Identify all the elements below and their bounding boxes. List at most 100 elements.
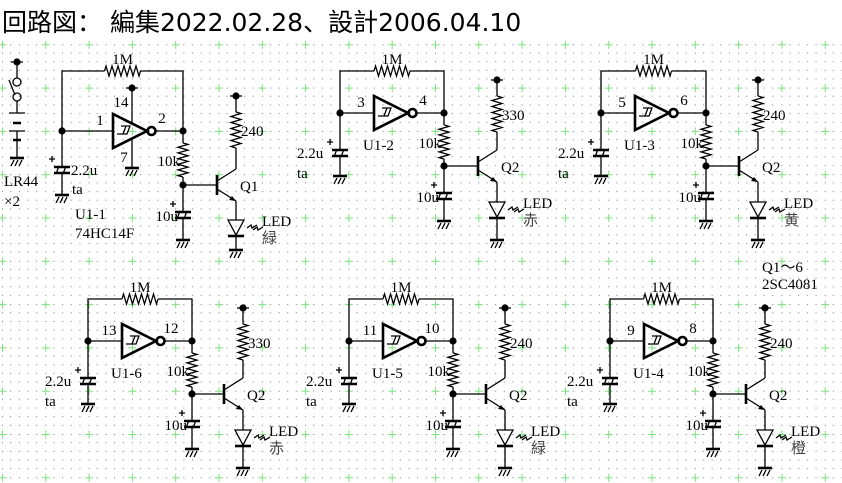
transistor-label: Q1 xyxy=(240,179,258,195)
pin-in-label: 3 xyxy=(357,95,365,111)
npn-transistor-icon xyxy=(706,149,759,183)
pin-in-label: 9 xyxy=(627,323,635,339)
ground-icon xyxy=(446,447,460,458)
led-resistor xyxy=(497,323,513,361)
base-resistor-label: 10k xyxy=(158,154,181,170)
base-resistor-label: 10k xyxy=(681,136,704,152)
ground-icon xyxy=(758,466,772,477)
ground-icon xyxy=(751,238,765,249)
base-capacitor-label: 10u xyxy=(156,209,179,225)
polarized-capacitor-icon xyxy=(49,156,70,175)
led-icon xyxy=(233,429,271,448)
unit-label: U1-3 xyxy=(624,138,655,154)
unit-label: U1-5 xyxy=(372,366,403,382)
led-label: LED xyxy=(262,214,291,230)
timing-capacitor-type: ta xyxy=(297,166,308,182)
base-capacitor-label: 10u xyxy=(679,190,702,206)
feedback-resistor xyxy=(642,291,681,307)
ground-icon xyxy=(490,238,504,249)
polarized-capacitor-icon xyxy=(327,139,348,158)
schmitt-inverter-icon xyxy=(88,321,192,361)
led-resistor xyxy=(750,95,766,133)
timing-capacitor-type: ta xyxy=(558,166,569,182)
pin-out-label: 2 xyxy=(158,111,166,127)
base-resistor-label: 10k xyxy=(428,364,451,380)
feedback-resistor-label: 1M xyxy=(651,280,672,296)
ground-icon xyxy=(55,193,69,204)
led-icon xyxy=(226,219,264,238)
unit-label: U1-2 xyxy=(363,138,394,154)
battery-switch: LR44 ×2 xyxy=(4,58,39,210)
schmitt-inverter-icon xyxy=(62,111,183,151)
polarized-capacitor-icon xyxy=(336,367,357,386)
npn-transistor-icon xyxy=(192,377,244,411)
polarized-capacitor-icon xyxy=(440,410,461,429)
battery-label: LR44 xyxy=(4,174,39,190)
timing-capacitor-type: ta xyxy=(306,394,317,410)
led-resistor xyxy=(757,323,773,361)
led-icon xyxy=(495,429,533,448)
ground-icon xyxy=(81,402,95,413)
ground-icon xyxy=(185,447,199,458)
led-label: LED xyxy=(791,424,820,440)
schmitt-inverter-icon xyxy=(340,93,444,133)
page-title: 回路図： 編集2022.02.28、設計2006.04.10 xyxy=(2,8,521,37)
battery-count-label: ×2 xyxy=(4,194,20,210)
pin-gnd-label: 7 xyxy=(120,150,128,166)
transistor-label: Q2 xyxy=(769,388,787,404)
led-label: LED xyxy=(523,196,552,212)
transistor-part-label: 2SC4081 xyxy=(762,277,818,293)
base-resistor xyxy=(705,352,721,388)
feedback-resistor xyxy=(103,63,142,79)
polarized-capacitor-icon xyxy=(597,367,618,386)
polarized-capacitor-icon xyxy=(179,410,200,429)
timing-capacitor-label: 2.2u xyxy=(567,374,594,390)
transistor-range-label: Q1～6 xyxy=(762,260,803,276)
ground-icon xyxy=(498,466,512,477)
timing-capacitor-label: 2.2u xyxy=(558,146,585,162)
ground-icon xyxy=(176,238,190,249)
base-resistor xyxy=(436,124,452,160)
npn-transistor-icon xyxy=(183,168,237,202)
ground-icon xyxy=(333,174,347,185)
feedback-resistor-label: 1M xyxy=(391,280,412,296)
timing-capacitor-label: 2.2u xyxy=(306,374,333,390)
feedback-resistor xyxy=(373,63,411,79)
base-resistor xyxy=(175,142,191,178)
transistor-label: Q2 xyxy=(501,160,519,176)
feedback-resistor-label: 1M xyxy=(130,280,151,296)
grid-background xyxy=(0,38,842,483)
feedback-resistor-label: 1M xyxy=(643,52,664,68)
ground-icon xyxy=(342,402,356,413)
base-resistor-label: 10k xyxy=(688,364,711,380)
unit-label: U1-6 xyxy=(111,366,142,382)
led-color-label: 黄 xyxy=(784,211,799,229)
switch-contact xyxy=(12,77,22,87)
pin-in-label: 5 xyxy=(618,95,626,111)
pin-out-label: 10 xyxy=(425,321,440,337)
base-resistor xyxy=(445,352,461,388)
led-color-label: 緑 xyxy=(531,439,546,457)
led-resistor-label: 330 xyxy=(248,336,271,352)
schmitt-inverter-icon xyxy=(349,321,453,361)
ground-icon xyxy=(699,219,713,230)
led-resistor xyxy=(489,95,505,133)
base-capacitor-label: 10u xyxy=(417,190,440,206)
polarized-capacitor-icon xyxy=(693,182,714,201)
base-capacitor-label: 10u xyxy=(165,418,188,434)
led-resistor-label: 240 xyxy=(510,336,533,352)
feedback-resistor xyxy=(121,291,159,307)
polarized-capacitor-icon xyxy=(431,182,452,201)
npn-transistor-icon xyxy=(444,149,498,183)
led-resistor xyxy=(235,323,251,361)
npn-transistor-icon xyxy=(713,377,766,411)
pin-in-label: 11 xyxy=(363,323,377,339)
base-resistor xyxy=(184,352,200,388)
ground-icon xyxy=(437,219,451,230)
